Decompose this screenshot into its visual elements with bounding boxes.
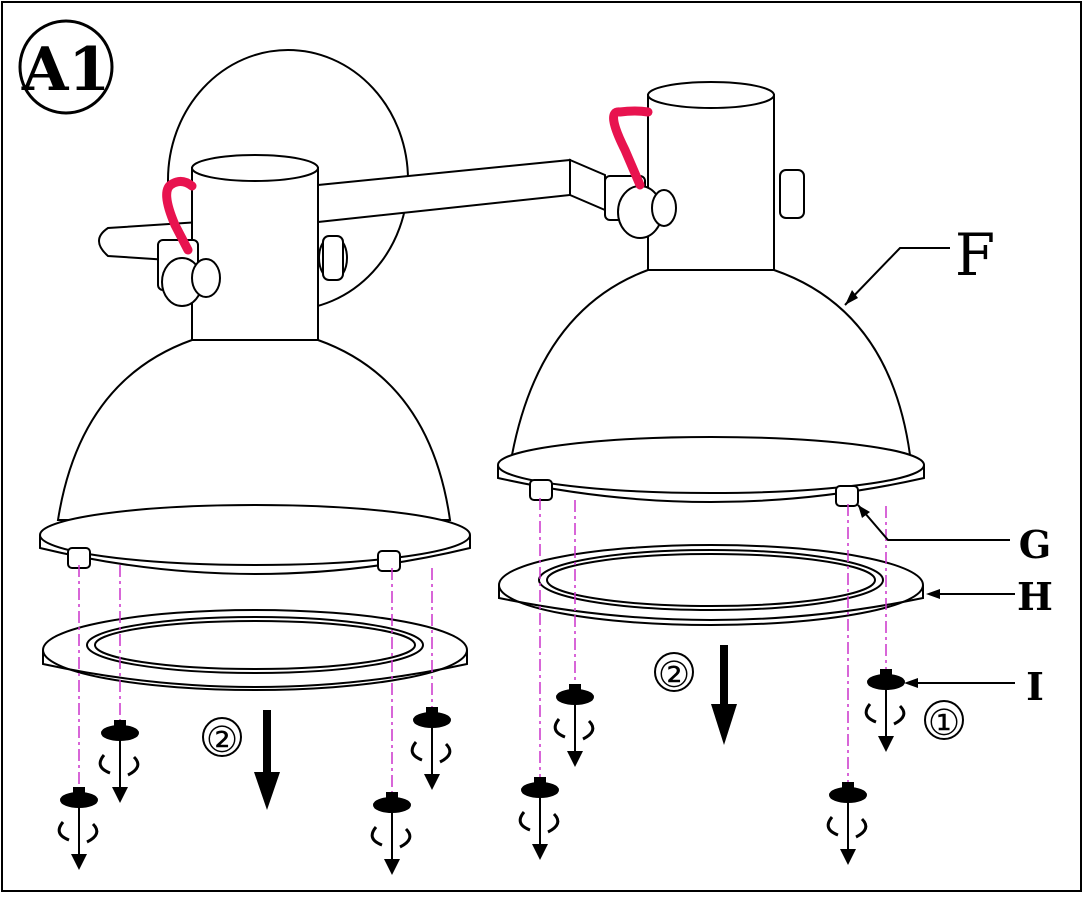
lamp-shade	[56, 339, 452, 521]
screw-set	[57, 669, 906, 875]
screw	[518, 777, 560, 860]
screw	[826, 782, 868, 865]
part-label-H: H	[1017, 574, 1053, 619]
screw	[98, 720, 140, 803]
guide-lines	[78, 498, 887, 795]
screw	[553, 684, 595, 767]
left-wire	[162, 176, 197, 255]
remove-arrow-left: ②	[202, 710, 280, 810]
step-badge-label: A1	[21, 35, 110, 105]
step-number-remove: ②	[206, 720, 238, 761]
callout-G: G	[857, 504, 1051, 567]
step-number-remove: ②	[658, 655, 690, 696]
screw	[410, 707, 452, 790]
remove-arrow-right: ②	[654, 645, 737, 745]
left-lamp	[39, 49, 606, 691]
part-label-G: G	[1019, 522, 1051, 567]
callout-H: H	[926, 574, 1053, 619]
lamp-neck	[191, 167, 319, 345]
part-label-F: F	[955, 221, 995, 289]
screw	[864, 669, 906, 752]
right-wire	[609, 106, 653, 190]
step-badge: A1	[18, 19, 114, 115]
callout-F: F	[844, 221, 995, 306]
screw	[370, 792, 412, 875]
screw	[57, 787, 99, 870]
right-lamp	[497, 81, 925, 626]
callout-I: I	[904, 664, 1044, 709]
part-label-I: I	[1026, 664, 1044, 709]
step-number-unscrew: ①	[928, 703, 960, 744]
lamp-neck	[647, 94, 775, 278]
unscrew-step: ①	[924, 700, 964, 744]
